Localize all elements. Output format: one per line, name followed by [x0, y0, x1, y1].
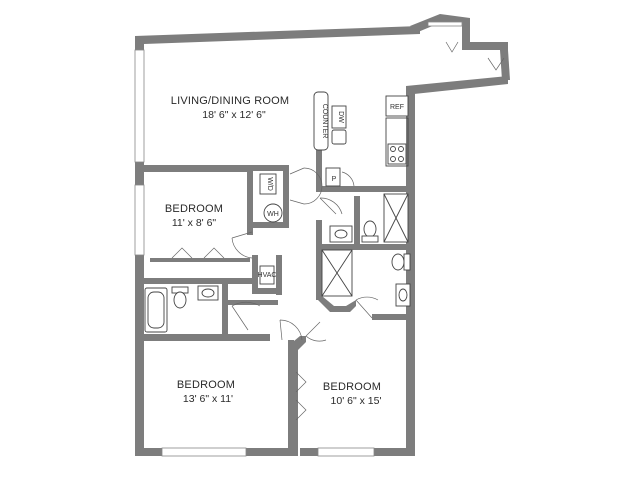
toilet-upper-bowl	[363, 220, 377, 238]
water-heater	[263, 203, 283, 223]
stove	[387, 143, 407, 165]
sink-upper	[329, 225, 353, 243]
kitchen-sink	[331, 129, 347, 145]
burner-icon	[398, 156, 404, 162]
bedroom-small-label: BEDROOM	[165, 203, 223, 215]
laundry: W/D WH	[259, 167, 323, 223]
dishwasher-label: DW	[337, 111, 344, 123]
bathtub	[144, 287, 168, 333]
counter-label: COUNTER	[321, 104, 328, 139]
kitchen: COUNTER DW REF P	[313, 91, 409, 187]
burner-icon	[390, 156, 396, 162]
refrigerator-label: REF	[390, 104, 404, 111]
toilet-lower-tank	[403, 253, 411, 271]
water-heater-label: WH	[267, 211, 279, 218]
living-room-label: LIVING/DINING ROOM	[171, 95, 290, 107]
toilet-lower-bowl	[391, 253, 405, 271]
bedroom-small-size: 11' x 8' 6"	[172, 217, 217, 229]
washer-dryer	[259, 173, 277, 195]
bedroom-right-size: 10' 6" x 15'	[331, 395, 382, 407]
bedroom-left-label: BEDROOM	[177, 379, 235, 391]
toilet-bowl	[173, 291, 187, 309]
kitchen-counter	[385, 117, 409, 167]
hvac-label: HVAC	[258, 272, 277, 279]
counter	[313, 91, 329, 151]
bedroom-small-door	[231, 231, 253, 259]
hvac: HVAC	[258, 265, 277, 285]
shower-x	[383, 193, 409, 243]
window-bedroom-small	[134, 184, 145, 256]
bay-door	[445, 41, 505, 71]
bathroom-sink	[197, 285, 219, 301]
pantry	[325, 167, 341, 187]
burner-icon	[398, 146, 404, 152]
bath-right-door-swing	[355, 296, 379, 319]
bedroom-left-size: 13' 6" x 11'	[183, 393, 233, 405]
windows	[134, 21, 463, 457]
interior-walls	[135, 150, 412, 448]
burner-icon	[390, 146, 396, 152]
washer-dryer-label: W/D	[266, 177, 273, 191]
bathroom-left	[144, 285, 261, 333]
window-bay	[427, 21, 463, 27]
room-labels: LIVING/DINING ROOM 18' 6" x 12' 6" BEDRO…	[165, 95, 382, 407]
hall-door	[319, 197, 343, 215]
living-room-size: 18' 6" x 12' 6"	[202, 109, 266, 121]
shower-lower-x	[321, 249, 353, 297]
refrigerator	[385, 95, 409, 117]
sink-basin	[201, 288, 215, 298]
bedroom-right-door	[305, 321, 327, 342]
laundry-door-swing	[289, 167, 305, 205]
sink-upper-basin	[334, 229, 348, 239]
doors-and-closets	[171, 41, 505, 421]
bathroom-right	[321, 193, 411, 319]
pantry-label: P	[332, 176, 337, 183]
bedroom-right-label: BEDROOM	[323, 381, 381, 393]
toilet-upper-tank	[361, 235, 379, 243]
closet-door-right	[295, 371, 307, 421]
sink-lower-basin	[398, 288, 408, 302]
bathtub-inner	[147, 291, 165, 329]
bedroom-left-door	[279, 319, 303, 341]
bath-door-swing	[231, 301, 261, 331]
window-bedroom-left	[161, 447, 247, 457]
pantry-door-swing	[341, 171, 355, 187]
window-bedroom-right	[317, 447, 375, 457]
hvac-unit	[259, 265, 275, 285]
window-living	[134, 49, 145, 163]
closet-door-small	[171, 247, 225, 259]
laundry-door-arc	[303, 167, 323, 205]
sink-lower	[395, 283, 411, 307]
dishwasher	[331, 105, 347, 129]
